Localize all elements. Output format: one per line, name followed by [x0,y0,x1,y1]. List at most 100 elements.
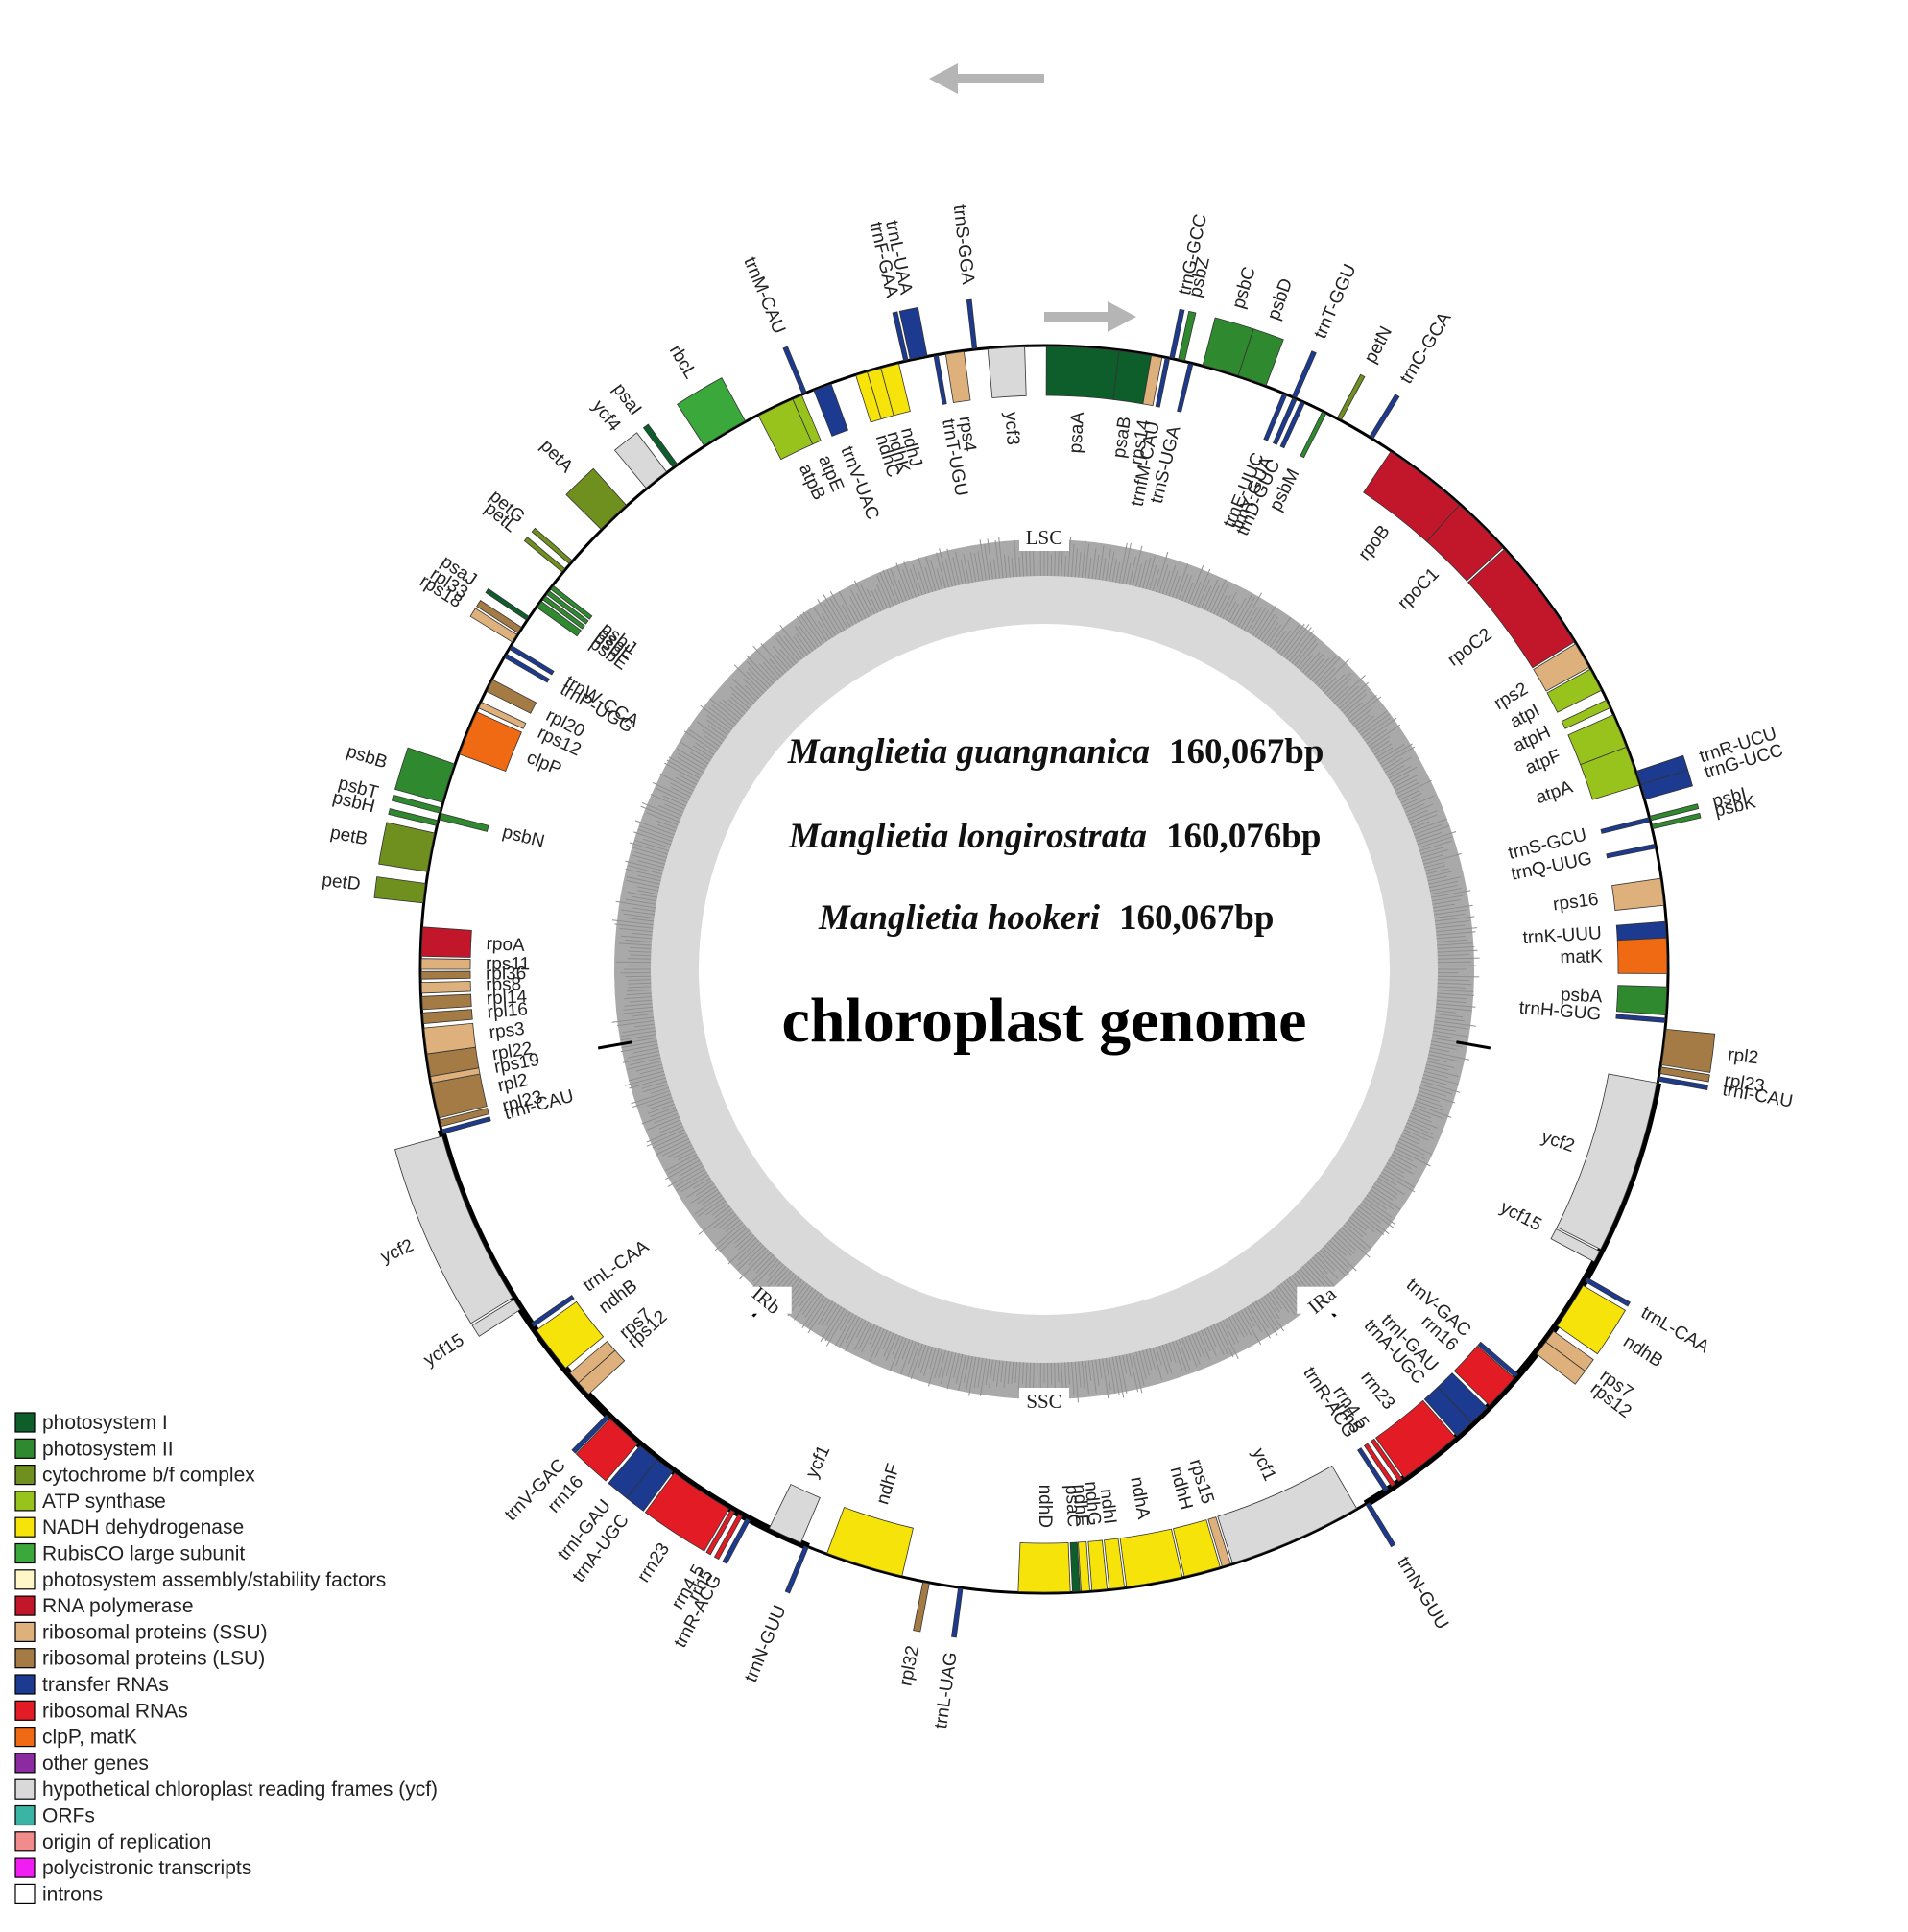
gene-trnl-uag: trnL-UAG [931,1587,964,1729]
gene-trnk-uuu: trnK-UUU [1522,920,1667,948]
gc-content-profile [611,535,1480,1404]
gene-rpl16: rpl16 [422,999,529,1024]
svg-text:ndhB: ndhB [1619,1332,1666,1372]
svg-text:rps16: rps16 [1552,890,1600,916]
gene-ndhg: ndhG [1081,1480,1109,1591]
legend-item-cyt: cytochrome b/f complex [14,1465,255,1487]
svg-text:atpA: atpA [1534,777,1576,809]
region-label-irb: IRb [741,1281,792,1319]
legend-item-lsu: ribosomal proteins (LSU) [14,1648,265,1670]
species-size-1: 160,067bp [1169,732,1324,772]
species-name-1: Manglietia guangnanica [787,732,1150,772]
svg-text:ribosomal proteins (SSU): ribosomal proteins (SSU) [42,1621,268,1643]
svg-text:rpl16: rpl16 [487,999,529,1022]
svg-text:rps11: rps11 [486,954,530,974]
svg-text:clpP: clpP [524,748,564,779]
legend-item-ps1: photosystem I [14,1412,168,1434]
legend-item-intr: introns [14,1883,103,1905]
region-boundary-4 [597,1040,632,1050]
svg-text:ndhI: ndhI [1096,1488,1120,1525]
gene-rpl14: rpl14 [421,987,528,1011]
svg-text:petA: petA [537,436,577,477]
gc-content-ring [611,535,1480,1404]
gene-psbk: psbK [1651,792,1758,830]
svg-text:petN: petN [1361,323,1396,367]
svg-text:ribosomal RNAs: ribosomal RNAs [42,1700,188,1722]
svg-text:introns: introns [42,1883,103,1905]
svg-text:psbC: psbC [1228,265,1260,311]
gene-ndhe: ndhE [1069,1484,1092,1592]
svg-text:photosystem II: photosystem II [42,1438,174,1460]
gene-psbz: psbZ [1178,255,1214,362]
svg-text:psaA: psaA [1065,411,1088,454]
species-name-3: Manglietia hookeri [818,898,1101,938]
legend-item-ycf: hypothetical chloroplast reading frames … [14,1778,438,1801]
gene-trni-cau: trnI-CAU [1658,1076,1795,1112]
gene-ndha: ndhA [1119,1475,1183,1587]
svg-text:petD: petD [321,871,361,895]
gene-rpl36: rpl36 [420,964,526,985]
svg-text:SSC: SSC [1026,1390,1061,1413]
gene-rpl23: rpl23 [1659,1066,1766,1097]
svg-text:clpP, matK: clpP, matK [42,1727,137,1749]
gene-peta: petA [537,436,627,530]
gene-psbn: psbN [439,813,546,852]
svg-text:trnM-CAU: trnM-CAU [739,254,789,337]
gene-ycf1: ycf1 [768,1443,835,1543]
svg-text:rpoB: rpoB [1354,521,1394,564]
svg-text:trnS-GGA: trnS-GGA [949,203,978,286]
gene-trnm-cau: trnM-CAU [739,254,807,394]
gene-psaa: psaA [1045,346,1120,454]
gene-ycf2: ycf2 [378,1135,513,1324]
legend-item-ssu: ribosomal proteins (SSU) [14,1621,268,1643]
svg-text:transfer RNAs: transfer RNAs [42,1674,169,1696]
legend-item-rrn: ribosomal RNAs [14,1700,188,1722]
svg-text:origin of replication: origin of replication [42,1831,211,1853]
svg-text:photosystem I: photosystem I [42,1412,168,1434]
svg-text:ycf2: ycf2 [378,1235,417,1267]
center-title: Manglietia guangnanica 160,067bp Manglie… [782,732,1324,1056]
species-size-3: 160,067bp [1119,898,1274,938]
forward-strand-arrow-head [1108,301,1136,332]
species-size-2: 160,076bp [1166,817,1321,856]
legend-item-ori: origin of replication [14,1831,211,1853]
reverse-strand-arrow-head [929,63,958,94]
svg-text:RubisCO large subunit: RubisCO large subunit [42,1543,245,1565]
svg-text:rps8: rps8 [486,974,522,995]
svg-text:ycf15: ycf15 [1497,1198,1545,1236]
gene-rpl32: rpl32 [895,1582,930,1687]
svg-text:trnK-UUU: trnK-UUU [1522,923,1603,948]
svg-text:cytochrome b/f complex: cytochrome b/f complex [42,1465,255,1487]
legend-item-clp: clpP, matK [14,1727,137,1749]
gene-category-legend: photosystem I photosystem II cytochrome b/… [14,1412,438,1905]
region-label-lsc: LSC [1019,524,1069,551]
svg-text:ycf1: ycf1 [802,1443,835,1481]
svg-text:ribosomal proteins (LSU): ribosomal proteins (LSU) [42,1648,265,1670]
transcription-arrows [929,63,1136,332]
genome-subtitle: chloroplast genome [782,986,1307,1056]
inner-blank-disc [699,624,1390,1315]
svg-text:ndhE: ndhE [1069,1484,1092,1528]
region-label-ira: IRa [1297,1281,1348,1319]
gene-rps3: rps3 [423,1019,526,1055]
svg-text:trnC-GCA: trnC-GCA [1396,308,1456,387]
svg-text:ndhF: ndhF [872,1462,904,1508]
svg-text:psbB: psbB [344,741,390,773]
gene-rps8: rps8 [420,974,522,995]
gene-rps11: rps11 [420,954,530,974]
legend-item-ps2: photosystem II [14,1438,174,1460]
svg-text:ndhD: ndhD [1035,1485,1055,1528]
svg-text:psbN: psbN [500,823,546,852]
gene-trns-gga: trnS-GGA [949,203,978,349]
svg-text:rrn23: rrn23 [633,1539,674,1586]
legend-item-trn: transfer RNAs [14,1674,169,1696]
legend-item-rbc: RubisCO large subunit [14,1543,245,1565]
gene-petb: petB [328,822,436,872]
svg-text:rpl36: rpl36 [486,964,526,984]
svg-text:rpl2: rpl2 [1727,1044,1759,1068]
gene-ndhc: ndhC [855,371,903,480]
svg-text:ndhA: ndhA [1126,1475,1154,1521]
svg-text:ycf2: ycf2 [1538,1127,1577,1157]
svg-text:ycf15: ycf15 [420,1330,468,1371]
